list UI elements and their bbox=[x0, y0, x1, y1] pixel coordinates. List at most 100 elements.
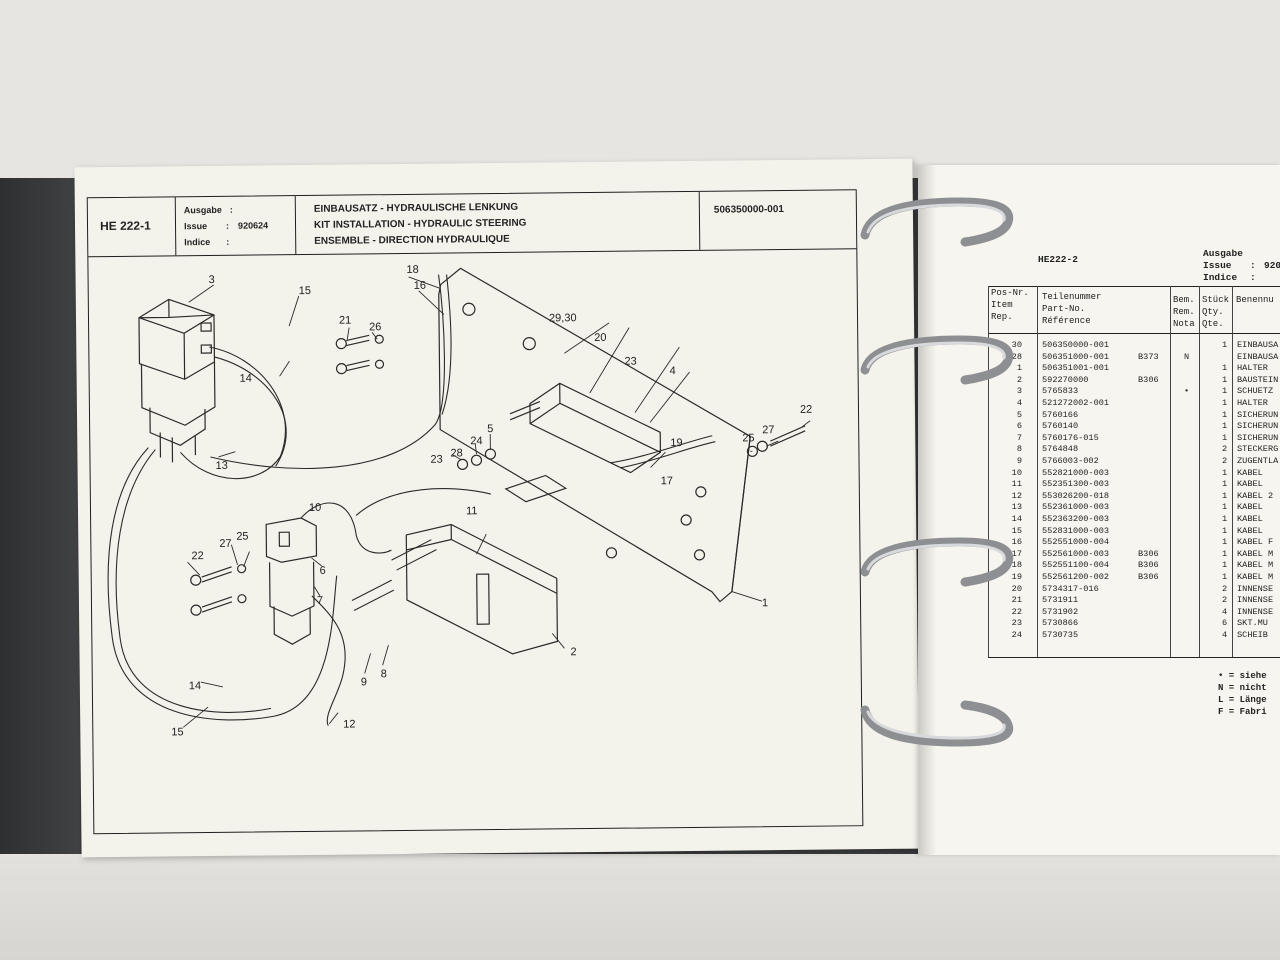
col-divider-part bbox=[1170, 286, 1171, 658]
qty-cell: 2 bbox=[1222, 444, 1228, 455]
callout-20: 20 bbox=[594, 332, 606, 344]
callout-25-right: 25 bbox=[742, 432, 754, 444]
indice-label: Indice bbox=[184, 236, 211, 248]
legend-3: L = Länge bbox=[1218, 695, 1267, 705]
part-cell: 5730866 bbox=[1042, 618, 1079, 629]
callout-27-right: 27 bbox=[762, 424, 774, 436]
left-page: HE 222-1 Ausgabe : Issue : 920624 Indice… bbox=[74, 158, 920, 858]
name-cell: SICHERUN bbox=[1237, 421, 1279, 432]
callout-1: 1 bbox=[762, 597, 768, 609]
qty-cell: 1 bbox=[1222, 386, 1228, 397]
pos-cell: 19 bbox=[1011, 572, 1022, 582]
callout-6: 6 bbox=[320, 565, 326, 577]
part-cell: 506350000-001 bbox=[1042, 340, 1110, 350]
part-cell: 552551000-004 bbox=[1042, 537, 1110, 548]
qty-cell: 1 bbox=[1222, 363, 1228, 374]
col-pos-de: Pos-Nr. bbox=[991, 288, 1029, 298]
qty-cell: 1 bbox=[1222, 479, 1228, 490]
table-bottom-rule bbox=[988, 657, 1280, 658]
cables bbox=[107, 274, 716, 727]
issue-colon: : bbox=[225, 220, 230, 231]
pos-cell: 1- 30 bbox=[996, 340, 1022, 350]
name-cell: HALTER bbox=[1237, 363, 1268, 374]
qty-cell: 1 bbox=[1222, 560, 1228, 571]
callout-15b: 15 bbox=[171, 726, 183, 738]
callout-21: 21 bbox=[339, 315, 351, 327]
name-cell: KABEL F bbox=[1237, 537, 1274, 548]
right-indice-colon: : bbox=[1250, 272, 1256, 283]
pos-cell: 20 bbox=[1011, 583, 1022, 594]
callout-8: 8 bbox=[381, 668, 387, 680]
name-cell: EINBAUSA bbox=[1237, 340, 1279, 350]
part-number-cell: 506350000-001 bbox=[700, 190, 857, 250]
part-cell: 553026200-018 bbox=[1042, 490, 1110, 501]
qty-cell: 2 bbox=[1222, 583, 1228, 594]
name-cell: KABEL 2 bbox=[1237, 490, 1274, 501]
qty-cell: 1 bbox=[1222, 409, 1228, 420]
right-issue-colon: : bbox=[1250, 260, 1256, 271]
col-header-part: Teilenummer Part-No. Référence bbox=[1042, 291, 1101, 327]
callout-23b: 23 bbox=[430, 454, 442, 466]
name-cell: BAUSTEIN bbox=[1237, 374, 1279, 385]
rem-cell: B306 bbox=[1138, 374, 1159, 385]
pos-cell: 1 bbox=[1016, 363, 1022, 374]
name-cell: HALTER bbox=[1237, 398, 1268, 408]
pos-cell: 15 bbox=[1011, 525, 1022, 536]
rem-cell: B306 bbox=[1138, 548, 1159, 559]
qty-cell: 1 bbox=[1222, 525, 1228, 536]
flag-cell: • bbox=[1184, 386, 1190, 397]
drawing-sheet: HE 222-1 Ausgabe : Issue : 920624 Indice… bbox=[86, 189, 864, 835]
pos-cell: 13 bbox=[1011, 502, 1022, 513]
callout-27-left: 27 bbox=[219, 538, 231, 550]
col-divider-pos bbox=[1037, 286, 1038, 658]
issue-cell: Ausgabe : Issue : 920624 Indice : bbox=[175, 196, 297, 256]
callout-29-30: 29,30 bbox=[549, 312, 577, 324]
col-qty-en: Qty. bbox=[1202, 307, 1224, 317]
name-cell: INNENSE bbox=[1237, 583, 1274, 594]
callout-14: 14 bbox=[240, 373, 252, 385]
callout-5: 5 bbox=[487, 423, 493, 435]
mounting-plate bbox=[438, 267, 751, 603]
callout-25-left: 25 bbox=[236, 531, 248, 543]
table-header-rule bbox=[988, 333, 1280, 335]
name-cell: SCHEIB bbox=[1237, 630, 1268, 640]
part-cell: 552561200-002 bbox=[1042, 572, 1110, 582]
plate-edge bbox=[731, 436, 751, 592]
col-header-name: Benennu bbox=[1236, 294, 1274, 306]
pos-cell: 6 bbox=[1016, 421, 1022, 432]
qty-cell: 2 bbox=[1222, 456, 1228, 466]
qty-cell: 1 bbox=[1222, 514, 1228, 524]
qty-cell: 4 bbox=[1222, 630, 1228, 640]
issue-value: 920624 bbox=[237, 220, 269, 231]
name-cell: KABEL M bbox=[1237, 560, 1274, 571]
ring-1 bbox=[860, 197, 1014, 247]
rem-cell: B306 bbox=[1138, 560, 1159, 571]
name-cell: SKT.MU bbox=[1237, 618, 1268, 629]
exploded-wiring-diagram: 3 15 14 13 18 16 21 26 29,30 20 23 4 5 2… bbox=[107, 264, 812, 738]
part-cell: 552551100-004 bbox=[1042, 560, 1110, 571]
callout-7: 7 bbox=[317, 595, 323, 607]
part-cell: 5766003-002 bbox=[1042, 456, 1099, 466]
pos-cell: 9 bbox=[1016, 456, 1022, 466]
qty-cell: 2 bbox=[1222, 595, 1228, 606]
contactor bbox=[138, 298, 216, 463]
name-cell: KABEL bbox=[1237, 479, 1263, 490]
right-indice-label: Indice bbox=[1203, 272, 1238, 283]
callout-11: 11 bbox=[466, 505, 478, 517]
pos-cell: 22 bbox=[1011, 606, 1022, 617]
col-part-fr: Référence bbox=[1042, 316, 1091, 326]
part-cell: 506351001-001 bbox=[1042, 363, 1110, 374]
col-part-en: Part-No. bbox=[1042, 304, 1086, 314]
ring-4 bbox=[860, 700, 1014, 747]
name-cell: INNENSE bbox=[1237, 595, 1274, 606]
pos-cell: 4 bbox=[1016, 398, 1022, 408]
callout-4: 4 bbox=[670, 365, 676, 377]
callout-12: 12 bbox=[343, 718, 355, 730]
name-cell: KABEL bbox=[1237, 502, 1263, 513]
callout-9: 9 bbox=[361, 676, 367, 688]
callout-19: 19 bbox=[670, 437, 682, 449]
col-part-de: Teilenummer bbox=[1042, 292, 1102, 302]
pos-cell: 3 bbox=[1016, 386, 1022, 397]
legend-1: • = siehe bbox=[1218, 671, 1267, 681]
qty-cell: 1 bbox=[1222, 374, 1228, 385]
